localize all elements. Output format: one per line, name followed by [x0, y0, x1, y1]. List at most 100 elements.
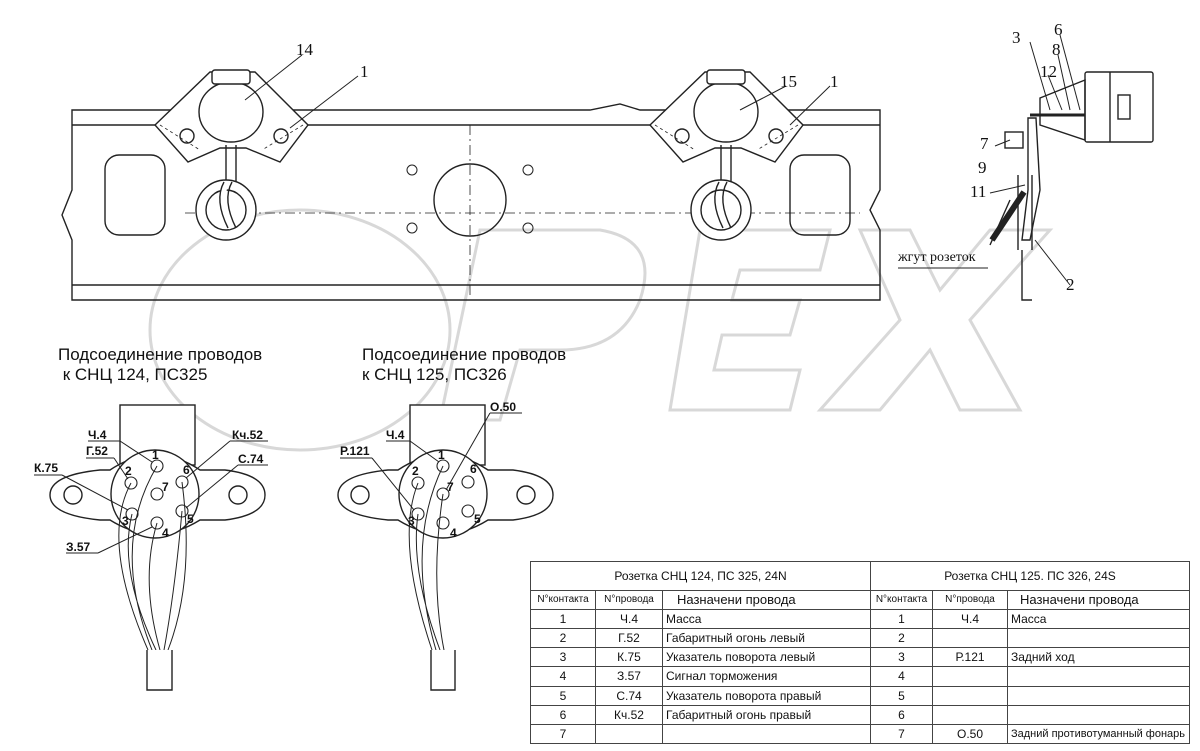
table-row: 6 Кч.52 Габаритный огонь правый 6	[530, 704, 1190, 725]
wire-label-g52: Г.52	[86, 444, 108, 458]
left-connector-title-line2: к СНЦ 124, ПС325	[58, 365, 208, 384]
wire-label-ch4-right: Ч.4	[386, 428, 405, 442]
callout-1-left: 1	[360, 62, 369, 81]
socket-assembly-left	[154, 69, 309, 241]
wire-cell: К.75	[595, 647, 663, 668]
leader-lines	[244, 34, 1081, 286]
callout-3: 3	[1012, 28, 1021, 47]
contact-cell: 2	[530, 628, 596, 649]
right-connector-title-line2: к СНЦ 125, ПС326	[362, 365, 507, 384]
contact-cell: 6	[870, 704, 933, 725]
socket-assembly-right	[649, 69, 804, 241]
col-header-wire-right: N°провода	[932, 589, 1008, 610]
callout-7: 7	[980, 134, 989, 153]
wire-cell: Ч.4	[595, 608, 663, 630]
contact-cell: 7	[870, 723, 933, 745]
contact-cell: 5	[870, 685, 933, 706]
purpose-cell: Масса	[662, 608, 871, 630]
contact-cell: 6	[530, 704, 596, 725]
wire-cell: О.50	[932, 723, 1008, 745]
pin-label-left-5: 5	[187, 512, 194, 526]
contact-cell: 4	[870, 666, 933, 687]
table-row: 5 С.74 Указатель поворота правый 5	[530, 685, 1190, 706]
callout-9: 9	[978, 158, 987, 177]
wire-label-o50: О.50	[490, 400, 517, 414]
col-header-purpose-left: Назначени провода	[662, 589, 871, 610]
table-row: 2 Г.52 Габаритный огонь левый 2	[530, 628, 1190, 649]
left-socket-title: Розетка СНЦ 124, ПС 325, 24N	[530, 561, 871, 591]
contact-cell: 4	[530, 666, 596, 687]
callout-1-right: 1	[830, 72, 839, 91]
pinout-table: Розетка СНЦ 124, ПС 325, 24N Розетка СНЦ…	[530, 561, 1190, 745]
wire-cell: Р.121	[932, 647, 1008, 668]
wire-cell	[932, 704, 1008, 725]
callout-15: 15	[780, 72, 797, 91]
callout-6: 6	[1054, 20, 1063, 39]
pin-label-right-5: 5	[474, 512, 481, 526]
purpose-cell: Задний ход	[1007, 647, 1190, 668]
pin-label-left-2: 2	[125, 464, 132, 478]
contact-cell: 5	[530, 685, 596, 706]
purpose-cell: Указатель поворота левый	[662, 647, 871, 668]
purpose-cell	[1007, 628, 1190, 649]
wire-cell: Г.52	[595, 628, 663, 649]
callout-8: 8	[1052, 40, 1061, 59]
callout-12: 12	[1040, 62, 1057, 81]
wire-cell	[932, 666, 1008, 687]
wire-cell: З.57	[595, 666, 663, 687]
col-header-purpose-right: Назначени провода	[1007, 589, 1190, 610]
pin-label-right-1: 1	[438, 448, 445, 462]
contact-cell: 7	[530, 723, 596, 745]
purpose-cell	[1007, 666, 1190, 687]
purpose-cell	[1007, 704, 1190, 725]
pin-label-left-7: 7	[162, 480, 169, 494]
wire-label-r121: Р.121	[340, 444, 370, 458]
pin-label-right-2: 2	[412, 464, 419, 478]
connector-face-right	[337, 404, 554, 691]
wire-label-kch52: Кч.52	[232, 428, 263, 442]
purpose-cell: Указатель поворота правый	[662, 685, 871, 706]
wire-label-ch4-left: Ч.4	[88, 428, 107, 442]
purpose-cell: Масса	[1007, 608, 1190, 630]
callout-2: 2	[1066, 275, 1075, 294]
pin-label-left-3: 3	[122, 514, 129, 528]
pin-label-left-6: 6	[183, 463, 190, 477]
connector-face-left	[49, 404, 266, 691]
table-row: 3 К.75 Указатель поворота левый 3 Р.121 …	[530, 647, 1190, 668]
wire-label-k75: К.75	[34, 461, 59, 475]
bracket-side-view	[989, 71, 1154, 301]
right-connector-title: Подсоединение проводов к СНЦ 125, ПС326	[362, 345, 566, 385]
harness-label: жгут розеток	[898, 250, 976, 265]
contact-cell: 1	[530, 608, 596, 630]
col-header-contact-left: N°контакта	[530, 589, 596, 610]
table-row: 1 Ч.4 Масса 1 Ч.4 Масса	[530, 608, 1190, 630]
purpose-cell: Габаритный огонь левый	[662, 628, 871, 649]
wire-cell	[932, 685, 1008, 706]
table-title-row: Розетка СНЦ 124, ПС 325, 24N Розетка СНЦ…	[530, 561, 1190, 591]
pin-label-left-4: 4	[162, 526, 169, 540]
contact-cell: 2	[870, 628, 933, 649]
table-header-row: N°контакта N°провода Назначени провода N…	[530, 589, 1190, 610]
wire-cell: Кч.52	[595, 704, 663, 725]
callout-11: 11	[970, 182, 987, 201]
wire-cell: Ч.4	[932, 608, 1008, 630]
pin-label-right-4: 4	[450, 526, 457, 540]
wire-cell	[595, 723, 663, 745]
contact-cell: 3	[530, 647, 596, 668]
right-socket-title: Розетка СНЦ 125. ПС 326, 24S	[870, 561, 1190, 591]
pin-label-left-1: 1	[152, 448, 159, 462]
callout-14: 14	[296, 40, 313, 59]
col-header-contact-right: N°контакта	[870, 589, 933, 610]
wire-label-c74: С.74	[238, 452, 264, 466]
wire-label-leaders	[34, 412, 522, 554]
contact-cell: 1	[870, 608, 933, 630]
contact-cell: 3	[870, 647, 933, 668]
right-connector-title-line1: Подсоединение проводов	[362, 345, 567, 364]
left-connector-title-line1: Подсоединение проводов	[58, 345, 263, 364]
pin-label-right-3: 3	[408, 514, 415, 528]
wire-label-z57: З.57	[66, 540, 91, 554]
wire-cell	[932, 628, 1008, 649]
pin-label-right-6: 6	[470, 462, 477, 476]
col-header-wire-left: N°провода	[595, 589, 663, 610]
